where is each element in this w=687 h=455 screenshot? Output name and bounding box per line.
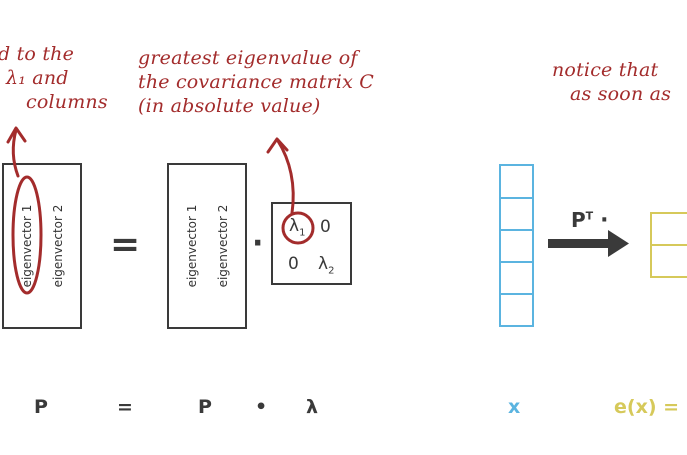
note-left-line1: d to the: [0, 43, 75, 65]
vector-ex: [650, 212, 687, 278]
bottom-ex: e(x) = I: [614, 396, 687, 418]
lambda-matrix: [271, 202, 352, 285]
note-left-line2: λ₁ and: [6, 67, 69, 89]
lambda-1-subscript: 1: [299, 227, 306, 239]
transform-arrow-shaft: [548, 239, 610, 248]
vector-ex-cell: [650, 244, 687, 278]
lambda-1-cell: λ1: [289, 216, 305, 238]
bottom-equals: =: [117, 396, 133, 418]
bottom-p-2: P: [198, 396, 212, 418]
note-middle-line1: greatest eigenvalue of: [138, 47, 358, 69]
note-middle-line2: the covariance matrix C: [138, 71, 374, 93]
transform-label-sup: T: [585, 209, 594, 223]
note-right-line2: as soon as: [570, 83, 672, 105]
vector-x-cell: [499, 293, 534, 327]
vector-ex-cell: [650, 212, 687, 246]
vector-x-cell: [499, 164, 534, 199]
circle-lambda-1: [281, 211, 315, 245]
lambda-2-cell: λ2: [318, 254, 334, 276]
lambda-2-subscript: 2: [328, 265, 335, 277]
arrow-middle-shaft: [276, 139, 295, 215]
multiply-dot: ·: [252, 226, 264, 261]
transform-arrow-head: [608, 230, 629, 257]
vector-x: [499, 164, 534, 327]
arrow-left-shaft: [11, 128, 20, 178]
note-middle: greatest eigenvalue of the covariance ma…: [138, 46, 374, 118]
note-middle-line3: (in absolute value): [138, 95, 321, 117]
bottom-x: x: [508, 396, 521, 418]
transform-label-p: P: [571, 208, 586, 232]
zero-top-right-cell: 0: [320, 217, 331, 237]
bottom-dot: •: [255, 396, 268, 418]
arrow-left-head: [6, 126, 27, 144]
lambda-1-symbol: λ: [289, 216, 300, 236]
lambda-2-symbol: λ: [318, 254, 329, 274]
vector-x-cell: [499, 261, 534, 295]
transform-arrow: [548, 230, 629, 257]
note-right: notice that as soon as: [552, 58, 671, 106]
note-left-line3: columns: [26, 91, 108, 113]
note-right-line1: notice that: [552, 59, 659, 81]
transform-label-dot: ·: [600, 208, 609, 233]
vector-x-cell: [499, 229, 534, 263]
matrix-p-right: [167, 163, 247, 329]
transform-label: PT ·: [571, 208, 609, 233]
vector-x-cell: [499, 197, 534, 231]
zero-bottom-left-cell: 0: [288, 254, 299, 274]
note-left: d to the λ₁ and columns: [0, 42, 108, 114]
circle-eigenvector-1: [11, 175, 43, 295]
bottom-lambda: λ: [306, 396, 319, 418]
bottom-p: P: [34, 396, 48, 418]
arrow-middle-head: [266, 137, 289, 154]
equals-sign: =: [110, 224, 141, 265]
